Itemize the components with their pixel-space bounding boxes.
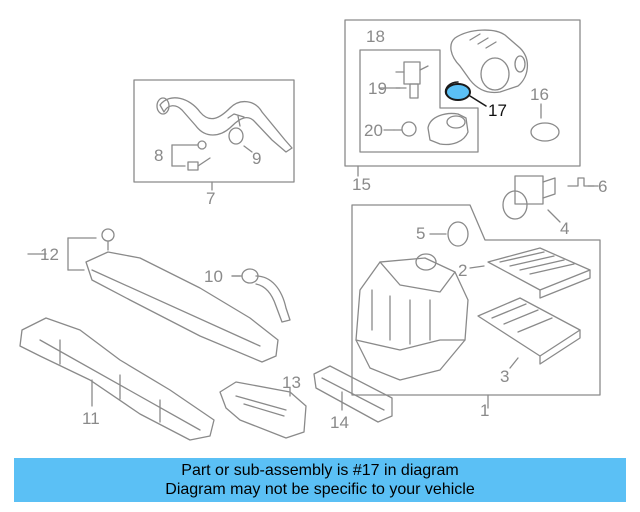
info-banner: Part or sub-assembly is #17 in diagram D… (14, 458, 626, 502)
callout-20: 20 (364, 121, 383, 140)
part-4-air-mass-meter (502, 175, 561, 223)
part-3-lower-tray (477, 297, 581, 369)
callout-13: 13 (282, 373, 301, 392)
part-5-seal (429, 221, 469, 247)
callout-6: 6 (598, 177, 608, 196)
callout-5: 5 (416, 224, 426, 243)
callout-11: 11 (82, 409, 100, 428)
callout-10: 10 (204, 267, 223, 286)
part-16-clamp (530, 105, 560, 142)
callout-3: 3 (500, 367, 510, 386)
group-box-18 (359, 49, 479, 153)
callout-16: 16 (530, 85, 549, 104)
callout-1: 1 (480, 401, 490, 420)
part-2-filter-element (469, 247, 591, 299)
callout-8: 8 (154, 146, 164, 165)
part-14-duct-piece (313, 365, 393, 423)
banner-line-part-info: Part or sub-assembly is #17 in diagram (181, 462, 459, 479)
callout-14: 14 (330, 413, 349, 432)
callout-4: 4 (560, 219, 570, 238)
part-18-intake-hose (450, 29, 528, 94)
callout-9: 9 (252, 149, 262, 168)
callout-18: 18 (366, 27, 385, 46)
part-10-vent-hose (231, 268, 291, 323)
callout-7: 7 (206, 189, 216, 208)
group-box-15 (344, 19, 581, 167)
part-13-bracket (219, 381, 307, 439)
group-box-7 (133, 79, 295, 183)
part-11-lower-duct (19, 317, 215, 441)
part-7-hose (156, 97, 293, 153)
part-6-screw (567, 177, 599, 187)
group-box-1 (351, 204, 601, 396)
part-1-air-cleaner-housing (355, 253, 489, 409)
part-20-hose-elbow (393, 112, 469, 146)
callout-12: 12 (40, 245, 59, 264)
callout-15: 15 (352, 175, 371, 194)
parts-diagram-drawing (19, 19, 601, 441)
part-17-gasket-highlighted (444, 81, 487, 107)
part-9-grommet (228, 127, 253, 153)
callout-17: 17 (488, 101, 507, 120)
callout-19: 19 (368, 79, 387, 98)
parts-diagram: 1 2 3 4 5 6 7 8 9 10 11 12 13 14 15 16 1… (19, 19, 608, 441)
part-19-sensor (395, 61, 429, 99)
banner-line-disclaimer: Diagram may not be specific to your vehi… (165, 481, 475, 498)
part-12-intake-duct (67, 228, 279, 363)
callout-2: 2 (458, 261, 468, 280)
part-8-fastener (171, 140, 211, 171)
